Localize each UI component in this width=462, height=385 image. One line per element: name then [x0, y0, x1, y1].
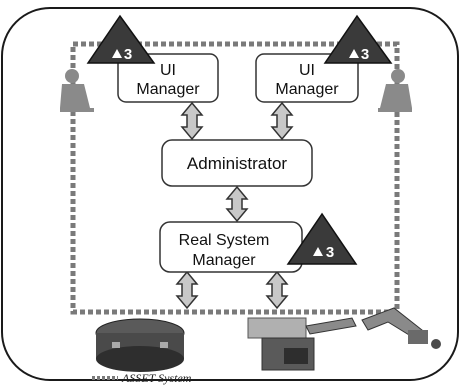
ui-manager-right-box: UI Manager	[255, 53, 359, 103]
ui-manager-left-line2: Manager	[136, 81, 200, 98]
arrow-real-to-robot-left	[175, 270, 199, 310]
triangle-real-label: 3	[326, 244, 334, 261]
legend-label: ASSET System	[121, 371, 192, 385]
arrow-real-to-robot-right	[265, 270, 289, 310]
warning-triangle-right: 3	[323, 14, 393, 64]
mobile-robot-icon	[95, 318, 185, 372]
legend: ASSET System	[92, 371, 192, 385]
real-system-manager-line2: Manager	[192, 252, 256, 269]
outer-frame	[1, 7, 459, 381]
warning-triangle-real: 3	[286, 212, 358, 265]
asset-system-boundary	[70, 41, 400, 315]
triangle-right-label: 3	[361, 46, 369, 63]
administrator-box: Administrator	[161, 139, 313, 187]
real-system-manager-box: Real System Manager	[159, 221, 303, 273]
real-system-manager-line1: Real System	[179, 232, 270, 249]
triangle-left-label: 3	[124, 46, 132, 63]
robot-arm-icon	[247, 307, 441, 371]
ui-manager-right-line2: Manager	[275, 81, 339, 98]
administrator-label: Administrator	[187, 154, 287, 173]
ui-manager-left-line1: UI	[160, 62, 176, 79]
warning-triangle-left: 3	[86, 14, 156, 64]
arrow-ui-right-to-admin	[270, 101, 294, 141]
operator-icon-left	[60, 69, 94, 112]
ui-manager-left-box: UI Manager	[117, 53, 219, 103]
arrow-ui-left-to-admin	[180, 101, 204, 141]
ui-manager-right-line1: UI	[299, 62, 315, 79]
operator-icon-right	[378, 69, 412, 112]
arrow-admin-to-real	[225, 185, 249, 223]
